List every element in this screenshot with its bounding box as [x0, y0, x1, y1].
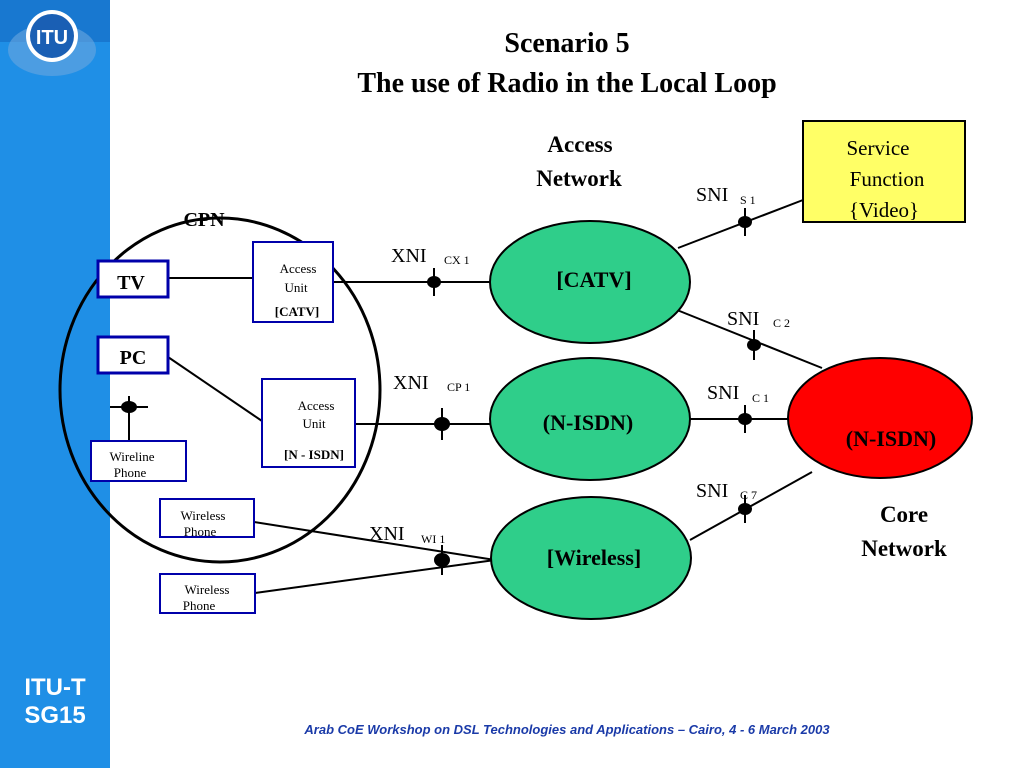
slide-subtitle: The use of Radio in the Local Loop: [357, 68, 777, 99]
access-unit-isdn-line3: [N - ISDN]: [284, 447, 344, 462]
wireless-phone-2-line2: Phone: [183, 598, 216, 613]
xni-cp1-point: [434, 417, 450, 431]
service-function-box: Service Function {Video}: [802, 120, 966, 223]
sidebar-label: ITU-T SG15: [0, 674, 110, 730]
xni-wi1-main: XNI: [369, 523, 405, 545]
xni-cp1-main: XNI: [393, 372, 429, 394]
sni-c7-main: SNI: [696, 480, 728, 502]
service-line1: Service: [847, 136, 910, 160]
sni-s1-point: [738, 216, 752, 228]
itu-logo-icon: ITU: [8, 10, 96, 76]
nisdn-access-node: (N-ISDN): [489, 357, 691, 481]
catv-to-core-line: [676, 309, 823, 369]
sidebar: ITU-T SG15: [0, 0, 110, 768]
service-line3: {Video}: [849, 198, 919, 222]
wireless-phone-1-line2: Phone: [184, 524, 217, 539]
access-unit-isdn-line1: Access: [298, 398, 335, 413]
access-unit-catv-line3: [CATV]: [275, 304, 320, 319]
wireline-phone-point: [121, 401, 137, 413]
xni-cp1-label: XNI CP 1: [393, 372, 470, 394]
xni-cx1-point: [427, 276, 441, 288]
pc-to-access-unit-line: [167, 356, 263, 422]
access-network-label-line1: Access: [547, 132, 612, 157]
pc-box: PC: [96, 335, 170, 375]
access-unit-catv-line1: Access: [280, 261, 317, 276]
wireless-node: [Wireless]: [490, 496, 692, 620]
core-network-label-line2: Network: [861, 536, 947, 561]
tv-label: TV: [117, 272, 145, 294]
wireline-phone-line2: Phone: [114, 465, 147, 480]
wireless-phone-2-box: Wireless Phone: [159, 573, 256, 614]
sni-c2-point: [747, 339, 761, 351]
sni-c2-label: SNI C 2: [727, 308, 790, 330]
wireless-phone2-line: [254, 559, 496, 594]
core-nisdn-node: (N-ISDN): [787, 357, 973, 479]
access-unit-catv-line2: Unit: [284, 280, 308, 295]
interface-points: [121, 216, 761, 567]
sni-c2-main: SNI: [727, 308, 759, 330]
network-diagram: ITU CPN TV: [8, 10, 973, 620]
access-unit-catv-box: Access Unit [CATV]: [252, 241, 334, 323]
catv-node-label: [CATV]: [556, 267, 631, 292]
sni-c1-sub: C 1: [752, 391, 769, 405]
access-network-label-line2: Network: [536, 166, 622, 191]
core-network-label-line1: Core: [880, 502, 928, 527]
sidebar-label-line1: ITU-T: [24, 674, 86, 701]
itu-logo-text: ITU: [36, 27, 68, 49]
wireless-phone1-line: [253, 521, 496, 561]
sni-c1-main: SNI: [707, 382, 739, 404]
xni-cp1-sub: CP 1: [447, 380, 470, 394]
pc-label: PC: [120, 347, 147, 369]
sidebar-label-line2: SG15: [24, 702, 86, 729]
sni-c2-sub: C 2: [773, 316, 790, 330]
wireline-phone-line1: Wireline: [110, 449, 155, 464]
wireline-phone-box: Wireline Phone: [90, 440, 187, 482]
sni-c7-sub: C 7: [740, 488, 757, 502]
sni-s1-main: SNI: [696, 184, 728, 206]
tv-box: TV: [96, 259, 170, 299]
xni-wi1-point: [434, 553, 450, 567]
access-unit-isdn-box: Access Unit [N - ISDN]: [261, 378, 356, 468]
wireless-phone-1-box: Wireless Phone: [159, 498, 255, 539]
sni-s1-sub: S 1: [740, 193, 756, 207]
core-node-label: (N-ISDN): [846, 426, 936, 451]
cpn-label: CPN: [183, 209, 225, 231]
sni-c7-label: SNI C 7: [696, 480, 757, 502]
nisdn-access-node-label: (N-ISDN): [543, 410, 633, 435]
sni-c1-label: SNI C 1: [707, 382, 769, 405]
xni-cx1-sub: CX 1: [444, 253, 470, 267]
cpn-boundary: [58, 216, 382, 564]
xni-cx1-main: XNI: [391, 245, 427, 267]
xni-wi1-sub: WI 1: [421, 532, 445, 546]
sni-s1-label: SNI S 1: [696, 184, 756, 207]
service-line2: Function: [850, 167, 925, 191]
xni-cx1-label: XNI CX 1: [391, 245, 470, 267]
xni-wi1-label: XNI WI 1: [369, 523, 445, 546]
footer-text: Arab CoE Workshop on DSL Technologies an…: [304, 722, 830, 737]
slide-title: Scenario 5: [504, 28, 630, 59]
catv-node: [CATV]: [489, 220, 691, 344]
wireless-phone-1-line1: Wireless: [181, 508, 226, 523]
wireless-phone-2-line1: Wireless: [185, 582, 230, 597]
sni-c7-point: [738, 503, 752, 515]
sni-c1-point: [738, 413, 752, 425]
access-unit-isdn-line2: Unit: [302, 416, 326, 431]
wireless-node-label: [Wireless]: [547, 545, 642, 570]
